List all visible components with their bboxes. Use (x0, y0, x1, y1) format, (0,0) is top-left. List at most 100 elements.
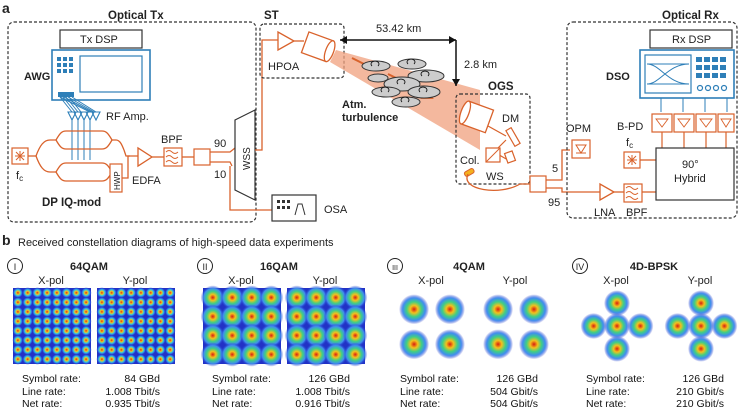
constellation-point (125, 344, 137, 356)
constellation-point (80, 287, 92, 299)
tx-laser-star (15, 151, 25, 161)
constellation-point (51, 306, 63, 318)
constellation-point (304, 304, 329, 329)
rx-coupler (529, 175, 547, 193)
constellation-point (688, 290, 714, 317)
constellation-point (106, 334, 117, 346)
constellation-point (343, 285, 368, 310)
constellation-point (125, 296, 137, 308)
constellation-point (32, 344, 43, 356)
constellation-point (664, 313, 691, 339)
constellation-point (41, 306, 53, 318)
constellation-point (284, 285, 309, 310)
dso-input-cables (660, 98, 728, 112)
experiment-numeral: I (14, 262, 17, 272)
constellation-point (239, 285, 264, 310)
constellation-point (51, 334, 63, 346)
constellation-point (688, 313, 714, 339)
constellation-point (304, 323, 329, 348)
constellation-point (22, 353, 33, 365)
turbulence-swirls (370, 58, 430, 103)
constellation-point (22, 325, 33, 337)
symbol-rate-label: Symbol rate: (22, 373, 81, 385)
constellation-point (284, 304, 309, 329)
ogs-title: OGS (488, 81, 514, 93)
beam-splitter-diag (485, 147, 501, 163)
constellation-point (125, 325, 137, 337)
coupler-95: 95 (548, 197, 560, 209)
rx-fc-label: fc (626, 137, 633, 150)
constellation-point (284, 323, 309, 348)
constellation-point (32, 353, 43, 365)
col-label: Col. (460, 155, 480, 167)
panel-b-letter: b (2, 232, 11, 248)
constellation-point (22, 334, 33, 346)
edfa-icon (137, 146, 154, 168)
awg-keypad (57, 57, 73, 73)
constellation-point (259, 323, 284, 348)
constellation-point (51, 315, 63, 327)
constellation-point (61, 325, 72, 337)
constellation-point (116, 334, 127, 346)
constellation-point (399, 294, 430, 325)
constellation-point (12, 296, 24, 308)
constellation-point (116, 287, 127, 299)
optical-tx-box (7, 21, 257, 223)
bpf-tx-label: BPF (161, 134, 183, 146)
bpd-to-hybrid (661, 132, 727, 148)
constellation-point (343, 342, 368, 367)
constellation-point (711, 313, 738, 339)
constellation-point (41, 344, 53, 356)
constellation-point (61, 344, 72, 356)
rf-amp-label: RF Amp. (106, 111, 149, 123)
xpol-label: X-pol (228, 275, 254, 287)
coupler-10: 10 (214, 169, 226, 181)
constellation-point (135, 334, 147, 346)
constellation-point (125, 353, 137, 365)
constellation-point (12, 353, 24, 365)
line-rate-value: 210 Gbit/s (676, 385, 724, 398)
tx-dsp-box (59, 29, 143, 49)
constellation-point (32, 315, 43, 327)
lna-icon (599, 182, 616, 202)
constellation-point (164, 296, 176, 308)
constellation-point (145, 325, 156, 337)
constellation-point (96, 334, 108, 346)
net-rate-label: Net rate: (400, 398, 441, 410)
rx-telescope-icon (458, 100, 495, 134)
constellation-point (627, 313, 654, 339)
constellation-point (220, 342, 245, 367)
ws-label: WS (486, 171, 504, 183)
constellation-point (284, 342, 309, 367)
constellation-point (61, 334, 72, 346)
constellation-point (71, 306, 82, 318)
ypol-label: Y-pol (503, 275, 528, 287)
pbc-line (122, 155, 138, 179)
constellation-point (434, 329, 465, 360)
constellation-point (323, 304, 348, 329)
bpd-array (651, 113, 735, 133)
constellation-point (135, 344, 147, 356)
constellation-point (125, 315, 137, 327)
bpd-diodes (655, 118, 732, 128)
dm-mirror (505, 126, 521, 148)
constellation-point (323, 285, 348, 310)
symbol-rate-label: Symbol rate: (212, 373, 271, 385)
net-rate-value: 0.935 Tbit/s (105, 398, 160, 410)
constellation-point (32, 287, 43, 299)
bpf-rx-label: BPF (626, 207, 648, 219)
constellation-point (96, 287, 108, 299)
constellation-point (116, 353, 127, 365)
modulation-format: 16QAM (260, 261, 298, 273)
constellation-point (304, 285, 329, 310)
rf-cables (59, 96, 97, 113)
experiment-numeral-circle (7, 258, 23, 274)
constellation-point (604, 313, 630, 339)
constellation-point (51, 344, 63, 356)
distance-horizontal: 53.42 km (376, 23, 421, 35)
dso-screen (644, 54, 692, 94)
constellation-point (135, 296, 147, 308)
constellation-point (96, 325, 108, 337)
atm-turbulence-line1: Atm. (342, 99, 366, 111)
